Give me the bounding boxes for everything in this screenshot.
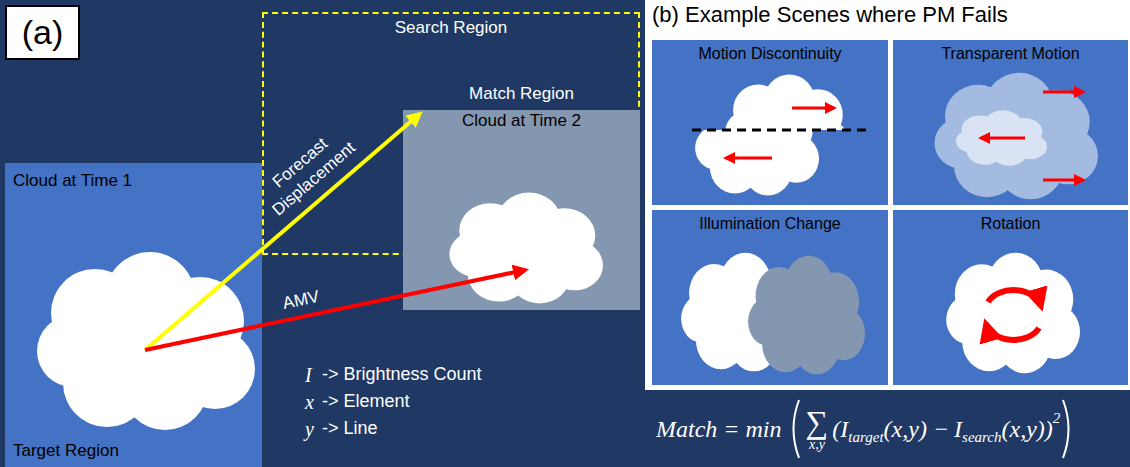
- label-holder: -> Brightness Count: [322, 364, 482, 386]
- label-holder: (b) Example Scenes where PM Fails: [652, 2, 1008, 28]
- motion-discontinuity-scene: [652, 40, 888, 205]
- formula-text: I: [954, 416, 962, 443]
- formula-text: ): [1045, 416, 1053, 443]
- transparent-motion-scene: [893, 40, 1129, 205]
- symbol-name: I: [305, 363, 312, 387]
- formula-text: I: [840, 416, 848, 443]
- symbol-meaning: -> Line: [322, 418, 378, 440]
- big-bracket: [1060, 398, 1076, 460]
- region-label: Target Region: [13, 441, 119, 461]
- formula: Match = min ∑x,y(Itarget(x,y) −Isearch(x…: [656, 392, 1076, 466]
- figure-heading: (b) Example Scenes where PM Fails: [652, 2, 1008, 28]
- cloud-time-1: [5, 163, 262, 467]
- panel-title: Transparent Motion: [941, 44, 1079, 63]
- illumination-change-scene: [652, 210, 888, 385]
- region-label: Search Region: [395, 18, 507, 38]
- panel-b-ground: [645, 0, 1130, 390]
- sum-sign: ∑: [806, 406, 829, 438]
- edge-label-holder: AMV: [281, 286, 321, 314]
- edge-label: AMV: [281, 286, 321, 314]
- sum-index: x,y: [809, 438, 825, 452]
- formula-text: (x,y) −: [884, 416, 949, 443]
- label-holder: -> Line: [322, 418, 378, 440]
- label-holder: I: [305, 363, 312, 387]
- region-label: Match Region: [469, 84, 574, 104]
- panel-tag: (a): [5, 5, 80, 60]
- panel-label: (a): [22, 12, 64, 53]
- sum-block: ∑x,y: [806, 406, 829, 452]
- symbol-meaning: -> Brightness Count: [322, 364, 482, 386]
- target-region-box: Cloud at Time 1 Target Region: [5, 163, 262, 467]
- panel-title: Rotation: [981, 214, 1041, 233]
- forecast-arrow: [145, 114, 420, 350]
- panel-title: Illumination Change: [699, 214, 840, 233]
- formula-text: Match = min: [656, 416, 782, 443]
- formula-text: (x,y): [1002, 416, 1045, 443]
- cloud-time-2: [403, 110, 640, 310]
- label-holder: -> Element: [322, 391, 410, 413]
- panel-title: Motion Discontinuity: [698, 44, 841, 63]
- rotation-scene: [893, 210, 1129, 385]
- symbol-meaning: -> Element: [322, 391, 410, 413]
- superscript: 2: [1053, 410, 1061, 427]
- cloud-label: Cloud at Time 1: [13, 171, 132, 191]
- cloud-label: Cloud at Time 2: [462, 111, 581, 131]
- symbol-name: y: [305, 417, 314, 441]
- subscript: target: [848, 429, 883, 446]
- search-region-box: Search Region Match RegionCloud at Time …: [262, 12, 640, 255]
- example-panel: Rotation: [893, 210, 1128, 385]
- example-panel: Transparent Motion: [893, 40, 1128, 205]
- label-holder: x: [305, 390, 314, 414]
- subscript: search: [962, 429, 1001, 446]
- amv-arrow: [145, 270, 525, 350]
- symbol-name: x: [305, 390, 314, 414]
- big-bracket: [786, 398, 802, 460]
- formula-text: (: [832, 416, 840, 443]
- label-holder: y: [305, 417, 314, 441]
- example-panel: Motion Discontinuity: [652, 40, 888, 205]
- example-panel: Illumination Change: [652, 210, 888, 385]
- match-region-box: Match RegionCloud at Time 2: [403, 110, 640, 310]
